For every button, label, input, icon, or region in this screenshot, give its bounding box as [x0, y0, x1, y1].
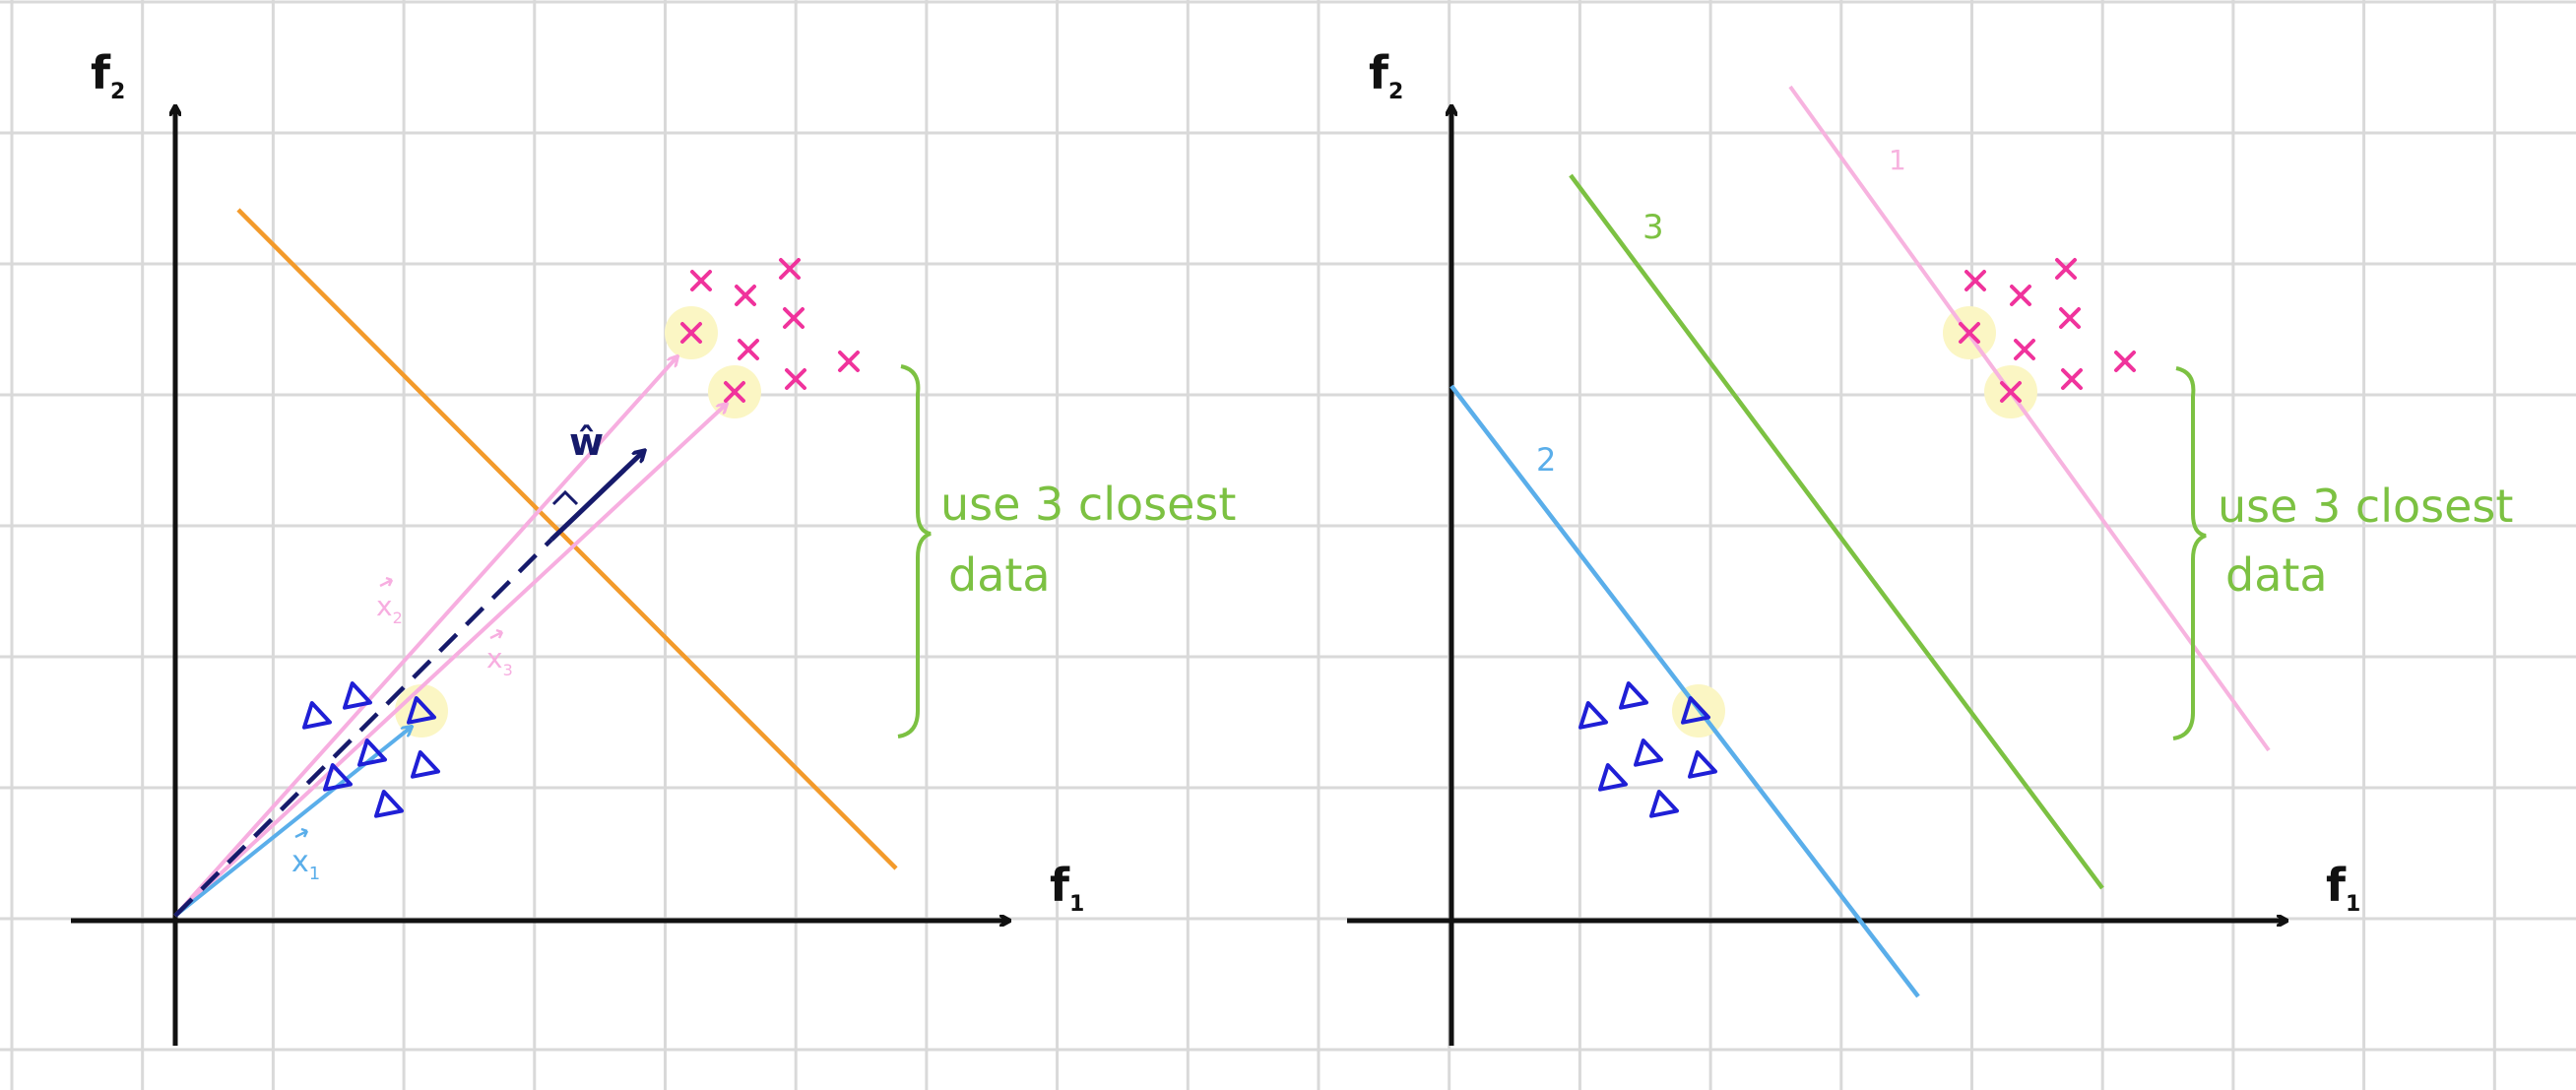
cross-point [2059, 307, 2081, 329]
triangle-point [1598, 763, 1628, 792]
cross-point [2055, 258, 2077, 280]
highlight-circle [395, 684, 448, 737]
x2-vector [173, 356, 677, 918]
cross-point [838, 351, 860, 372]
cross-point [1959, 322, 1980, 344]
x3-label: x3 [486, 642, 513, 679]
w-hat-label: ŵ [569, 420, 604, 464]
right-x-axis-label: f1 [2326, 859, 2360, 917]
cross-point [785, 368, 806, 390]
triangle-point [323, 763, 353, 792]
cross-point [680, 322, 702, 344]
candidate-line-2 [1449, 384, 1920, 998]
cross-point [2061, 368, 2083, 390]
right-triangle-points [1578, 681, 1717, 818]
x3-vector [173, 404, 727, 918]
orange-decision-line [236, 208, 898, 870]
cross-point [690, 270, 712, 291]
cross-point [783, 307, 805, 329]
left-x-axis-label: f1 [1050, 859, 1084, 917]
cross-point [735, 285, 756, 306]
cross-point [1964, 270, 1986, 291]
cross-point [2014, 339, 2035, 360]
left-cross-points [680, 258, 860, 403]
cross-point [2000, 381, 2022, 403]
x1-vector [173, 727, 412, 918]
vector-arrow-mark [489, 628, 504, 640]
triangle-point [343, 681, 372, 710]
triangle-point [1634, 738, 1663, 767]
x1-label: x1 [291, 845, 320, 884]
projection-dashed-line [173, 538, 553, 918]
left-panel: f2 f1 ŵ x1 x2 x3 use 3 closest data [71, 46, 1236, 1046]
right-y-axis-label: f2 [1369, 46, 1403, 104]
right-panel: f2 f1 1 2 3 use 3 closest data [1347, 46, 2513, 1046]
triangle-point [1649, 790, 1679, 818]
x2-label: x2 [376, 590, 403, 627]
cross-point [724, 381, 745, 403]
right-cross-points [1959, 258, 2136, 403]
cross-point [2114, 351, 2136, 372]
candidate-line-3 [1569, 173, 2104, 890]
triangle-point [1619, 681, 1648, 710]
triangle-point [302, 701, 332, 730]
w-hat-vector [549, 451, 644, 542]
left-note-line2: data [948, 548, 1051, 602]
cross-point [2010, 285, 2031, 306]
right-note-line2: data [2225, 548, 2328, 602]
green-brace [897, 364, 932, 738]
vector-arrow-mark [294, 827, 309, 839]
line-1-label: 1 [1889, 144, 1906, 176]
left-highlights [395, 306, 761, 737]
candidate-line-1 [1788, 85, 2271, 752]
line-3-label: 3 [1642, 208, 1664, 247]
triangle-point [374, 790, 404, 818]
vector-arrow-mark [379, 576, 394, 588]
left-y-axis-label: f2 [91, 46, 125, 104]
triangle-point [407, 696, 436, 725]
right-note-line1: use 3 closest [2218, 480, 2513, 533]
triangle-point [411, 750, 440, 779]
cross-point [779, 258, 801, 280]
cross-point [738, 339, 759, 360]
right-highlights [1672, 306, 2037, 737]
triangle-point [357, 738, 387, 767]
right-angle-mark [551, 489, 579, 506]
triangle-point [1681, 696, 1710, 725]
line-2-label: 2 [1536, 441, 1556, 479]
triangle-point [1578, 701, 1608, 730]
left-note-line1: use 3 closest [940, 478, 1236, 531]
green-brace [2172, 366, 2207, 740]
triangle-point [1688, 750, 1717, 779]
left-triangle-points [302, 681, 440, 818]
